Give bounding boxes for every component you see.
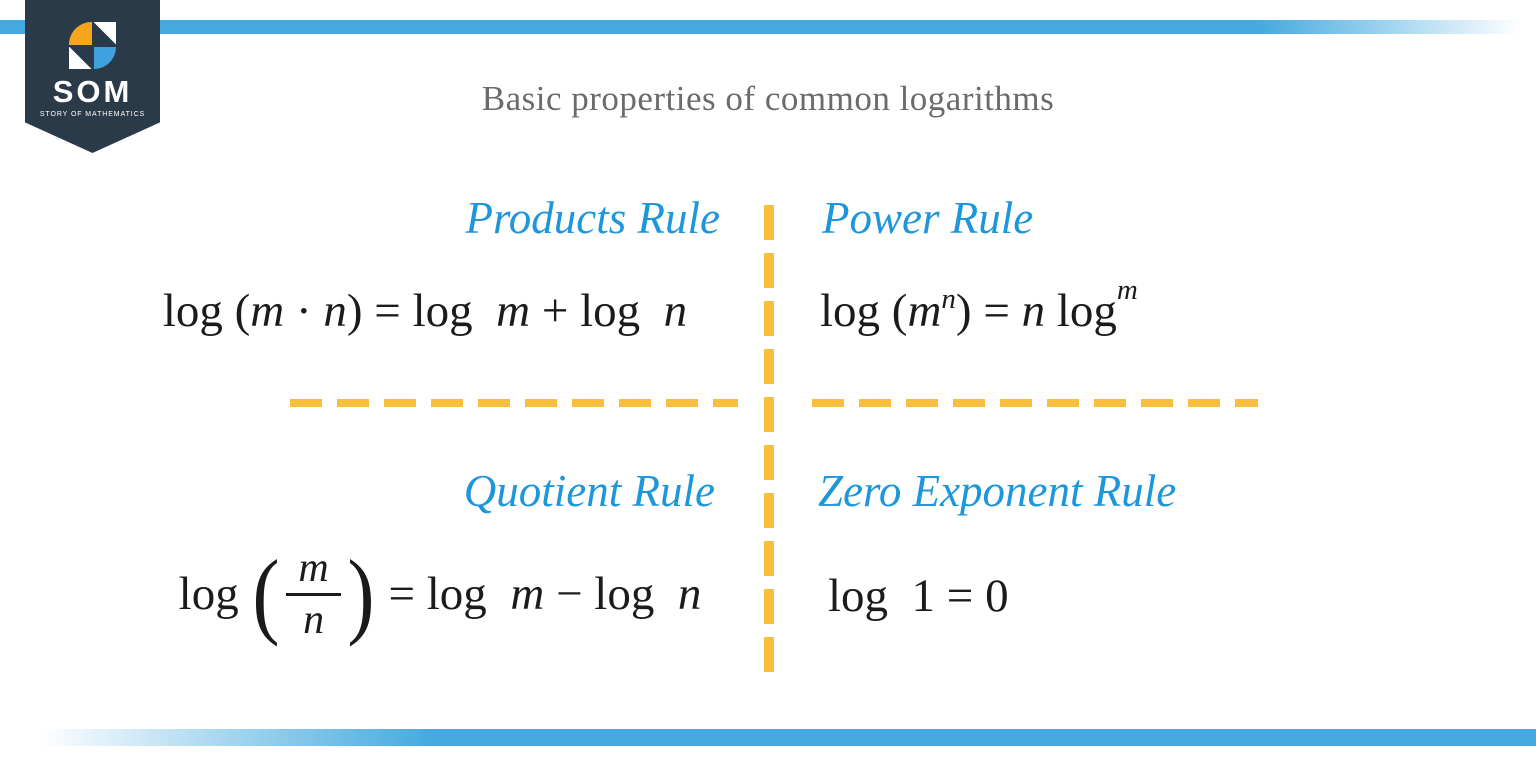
formula-variable: m [907,285,942,337]
fraction-numerator: m [286,546,341,596]
formula-variable: n [677,567,702,620]
horizontal-dashed-divider-right [812,399,1258,407]
formula-text: − log [544,567,678,620]
formula-text: log 1 = 0 [828,570,1009,622]
vertical-dashed-divider [764,205,774,677]
bottom-accent-bar [0,729,1536,746]
formula-superscript: n [941,283,956,315]
power-rule-title: Power Rule [822,193,1034,243]
left-parenthesis: ( [252,539,281,647]
formula-variable: m [496,285,531,337]
pinwheel-white-triangle-top [93,22,116,45]
pinwheel-orange-quarter [69,22,92,45]
formula-text: + log [530,285,664,337]
formula-superscript: m [1116,274,1138,306]
som-pinwheel-icon [69,22,116,69]
formula-text: log ( [162,285,251,337]
formula-variable: n [1021,285,1046,337]
right-parenthesis: ) [347,539,375,647]
formula-text: ) = [955,285,1022,337]
brand-tagline: STORY OF MATHEMATICS [39,111,146,118]
formula-text: log [178,567,251,620]
products-rule-title: Products Rule [465,193,720,243]
formula-variable: m [250,285,285,337]
formula-text: = log [376,567,511,620]
zero-exponent-rule-title: Zero Exponent Rule [818,466,1177,516]
formula-text: ) = log [346,285,497,337]
formula-operator: · [284,285,324,337]
pinwheel-white-triangle-bottom [69,46,92,69]
formula-variable: n [663,285,688,337]
formula-variable: m [510,567,545,620]
formula-text: log ( [820,285,908,337]
top-accent-bar [0,20,1536,34]
horizontal-dashed-divider-left [290,399,738,407]
pinwheel-blue-quarter [93,46,116,69]
brand-name: SOM [52,74,133,109]
quotient-rule-title: Quotient Rule [463,466,715,516]
zero-exponent-rule-formula: log 1 = 0 [828,569,1009,623]
power-rule-formula: log (mn) = n logm [820,274,1138,338]
products-rule-formula: log (m · n) = log m + log n [95,284,755,338]
formula-text: log [1045,285,1117,337]
som-logo-banner: SOM STORY OF MATHEMATICS [25,0,160,153]
page-title: Basic properties of common logarithms [481,79,1055,118]
fraction-denominator: n [303,596,325,643]
formula-variable: n [323,285,347,337]
